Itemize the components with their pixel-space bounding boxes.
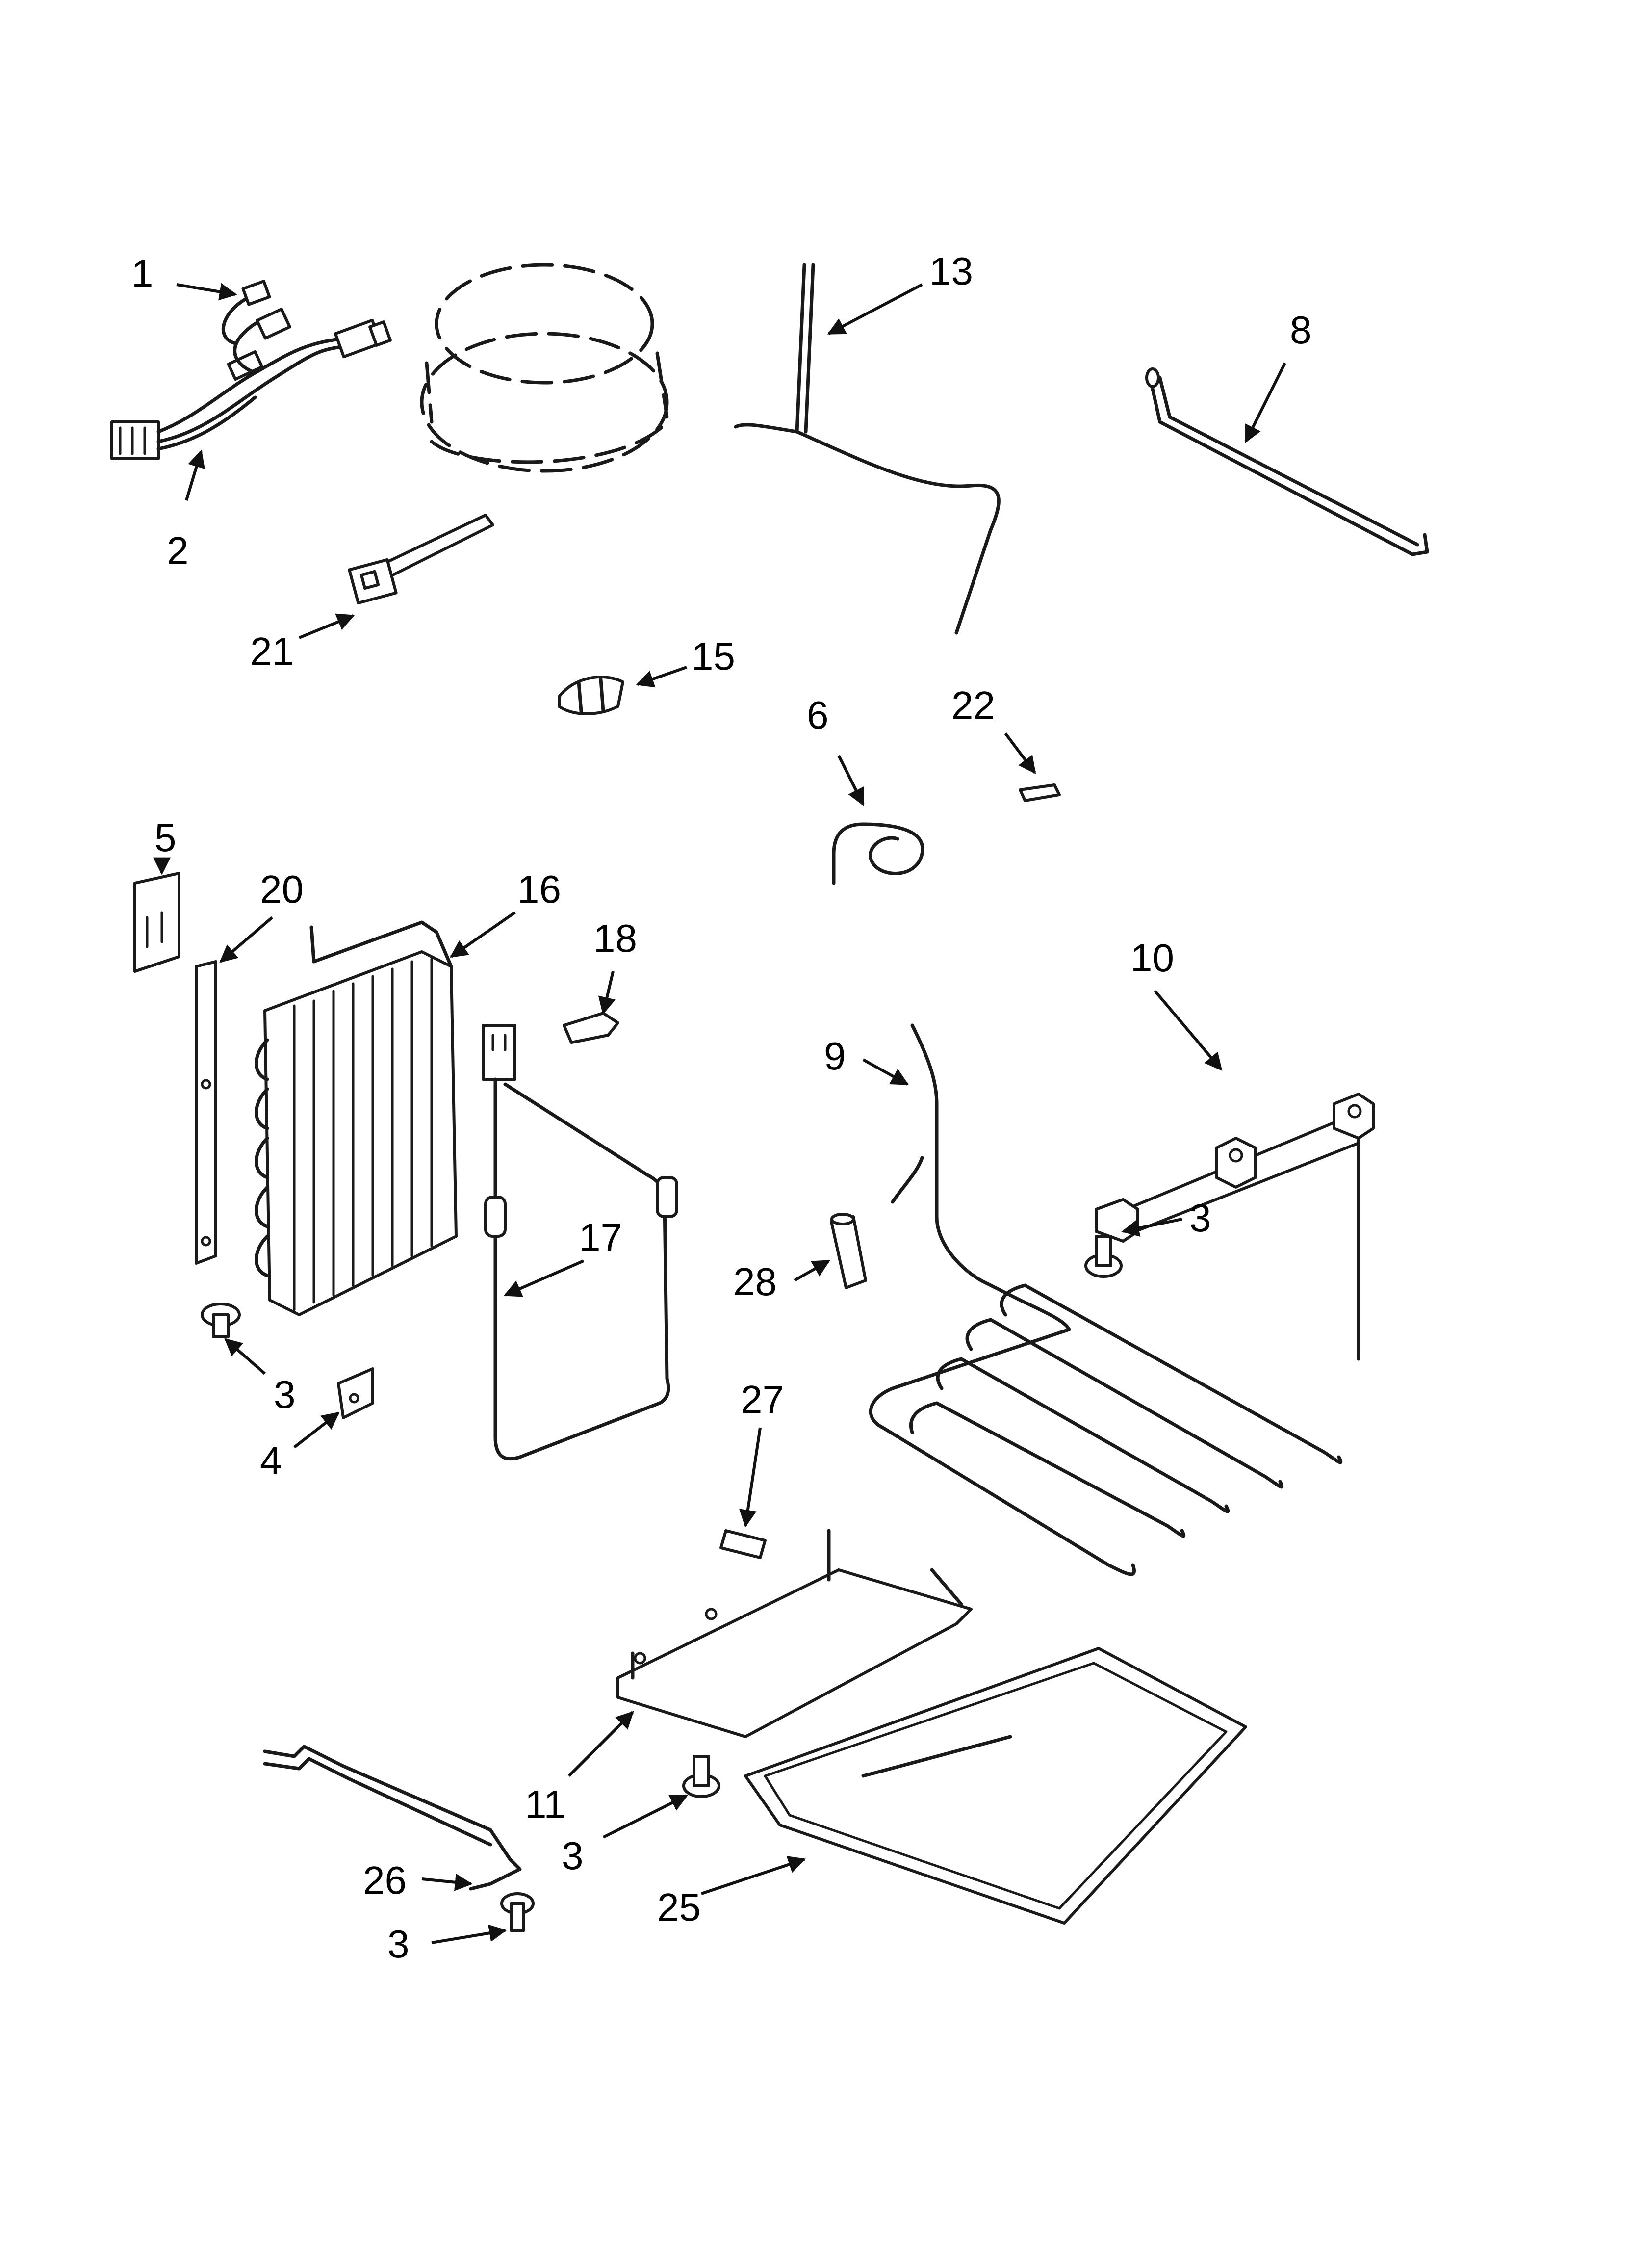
- callout-3-evaporator: 3: [274, 1373, 296, 1416]
- heater-9-part: [869, 1023, 1343, 1576]
- callout-6: 6: [807, 693, 829, 737]
- callout-28: 28: [733, 1260, 777, 1303]
- leader-lines: [153, 283, 1286, 1944]
- callout-3-tray: 3: [562, 1834, 584, 1877]
- strip-20-part: [195, 960, 217, 1265]
- callout-8: 8: [1290, 308, 1312, 352]
- tray-bracket-11-part: [616, 1529, 973, 1738]
- clip-part: [558, 676, 624, 715]
- compressor-outline: [420, 263, 669, 473]
- drip-tray-25-part: [744, 1647, 1247, 1925]
- callout-21: 21: [250, 629, 294, 673]
- callout-25: 25: [657, 1885, 701, 1929]
- screw-3d-part: [500, 1892, 535, 1932]
- callout-17: 17: [579, 1216, 622, 1259]
- callout-1: 1: [131, 252, 154, 295]
- callout-26: 26: [363, 1858, 407, 1902]
- callout-10: 10: [1130, 936, 1174, 980]
- screw-3c-part: [682, 1755, 720, 1798]
- roller-27-part: [719, 1529, 767, 1559]
- callout-5: 5: [154, 816, 177, 860]
- callout-11: 11: [525, 1782, 565, 1826]
- capillary-6-part: [832, 822, 924, 885]
- label-5-part: [133, 872, 180, 973]
- callout-3-bracket: 3: [1189, 1196, 1211, 1240]
- bar-26-part: [263, 1745, 522, 1891]
- callout-15: 15: [692, 634, 735, 678]
- callout-9: 9: [824, 1034, 846, 1078]
- bracket-10-part: [1095, 1093, 1375, 1361]
- bracket-4-part: [337, 1367, 374, 1419]
- tube-13-part: [734, 263, 1001, 635]
- callout-27: 27: [741, 1378, 784, 1421]
- screw-3a-part: [201, 1303, 241, 1338]
- callout-20: 20: [260, 867, 304, 911]
- callout-22: 22: [951, 683, 995, 727]
- callout-4: 4: [260, 1439, 282, 1483]
- heater-17-part: [482, 1024, 678, 1461]
- rod-8-part: [1145, 367, 1429, 556]
- callout-18: 18: [593, 916, 637, 960]
- callout-2: 2: [167, 529, 189, 573]
- wire-harness-part: [110, 280, 392, 460]
- callout-13: 13: [929, 249, 973, 293]
- clip-18-part: [563, 1012, 619, 1044]
- screw-3b-part: [1084, 1235, 1123, 1278]
- spacer-28-part: [830, 1213, 867, 1289]
- evaporator-16-part: [255, 920, 458, 1316]
- callout-3-bar: 3: [387, 1922, 410, 1966]
- callout-16: 16: [517, 867, 561, 911]
- cable-tie-part: [348, 514, 494, 605]
- clip-22-part: [1019, 783, 1061, 802]
- callout-labels: 1 2 13 8 21 15 6 22 5 20 16 18 10 9 3 17…: [131, 249, 1312, 1966]
